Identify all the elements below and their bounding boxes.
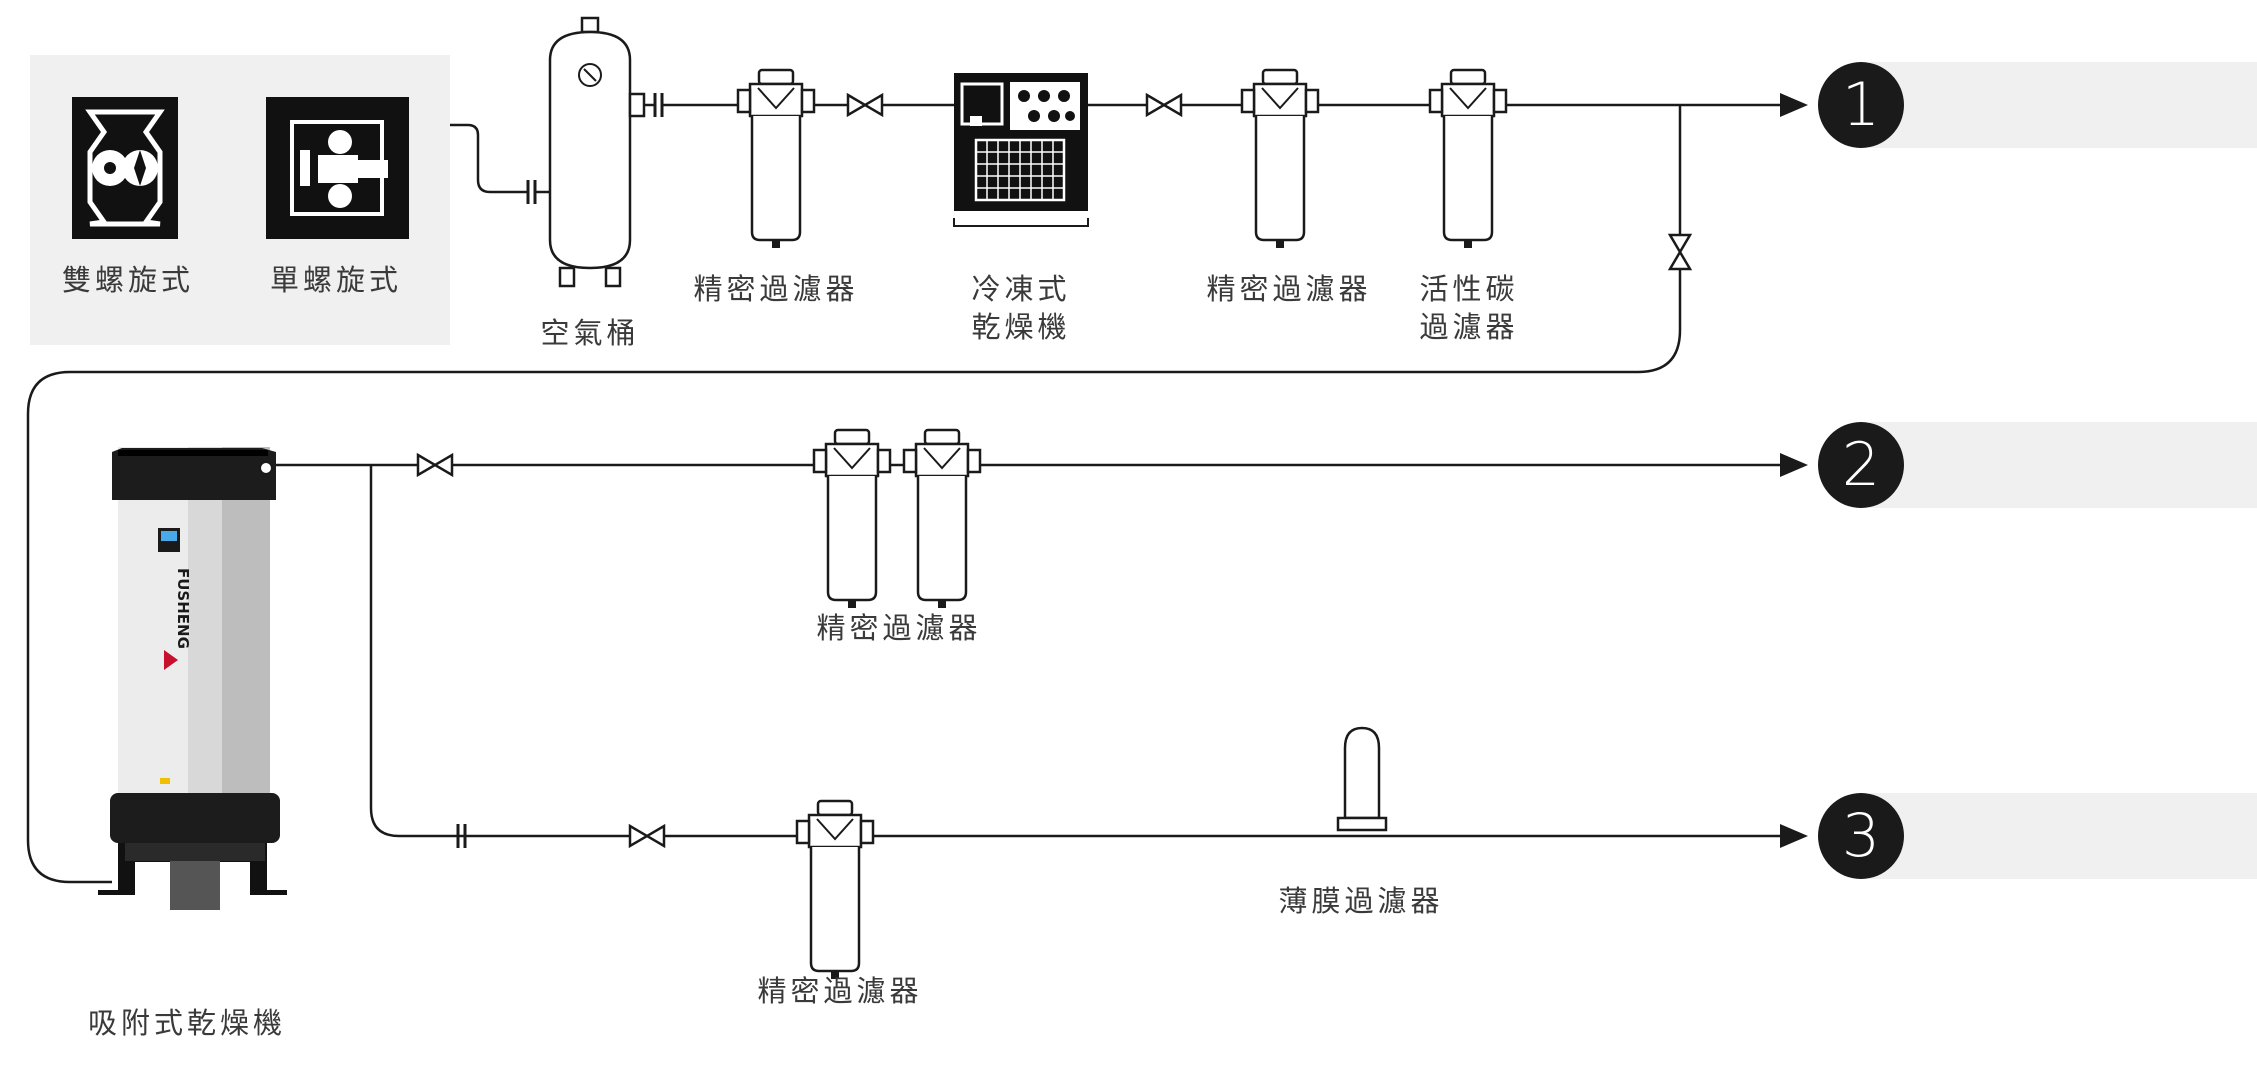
- adsorption-dryer-label: 吸附式乾燥機: [87, 1006, 286, 1040]
- valve-4-icon: [628, 824, 666, 848]
- valve-1-icon: [846, 93, 884, 117]
- precision-filter-2-icon: [1240, 68, 1320, 250]
- dryer-brand-text: FUSHENG: [174, 568, 192, 649]
- outlet-2-bar: [1870, 422, 2257, 508]
- main-line-3: [369, 465, 1785, 838]
- precision-filter-1-icon: [736, 68, 816, 250]
- carbon-filter-label-line2: 過濾器: [1419, 310, 1519, 344]
- outlet-3-arrow: [1780, 824, 1808, 848]
- adsorption-dryer-icon: FUSHENG: [98, 447, 287, 910]
- membrane-filter-icon: [1336, 726, 1388, 832]
- refrigerated-dryer-icon: [953, 73, 1089, 227]
- activated-carbon-filter-icon: [1428, 68, 1508, 250]
- outlet-2-arrow: [1780, 453, 1808, 477]
- filter-2-label: 精密過濾器: [1206, 272, 1372, 306]
- outlet-3-badge: 3: [1818, 793, 1904, 879]
- valve-3-icon: [416, 453, 454, 477]
- tank-label: 空氣桶: [540, 316, 640, 350]
- compressor-to-tank-pipe: [450, 123, 528, 194]
- membrane-filter-label: 薄膜過濾器: [1278, 884, 1444, 918]
- line3-filter-icon: [795, 799, 875, 981]
- filter-1-label: 精密過濾器: [693, 272, 859, 306]
- refrigerated-dryer-label-line1: 冷凍式: [971, 272, 1071, 306]
- line2-filter-b-icon: [902, 428, 982, 610]
- outlet-2-badge: 2: [1818, 422, 1904, 508]
- outlet-1-bar: [1870, 62, 2257, 148]
- twin-screw-compressor-icon: [72, 97, 178, 239]
- line2-filter-a-icon: [812, 428, 892, 610]
- line3-filter-label: 精密過濾器: [757, 974, 923, 1008]
- outlet-1-badge: 1: [1818, 62, 1904, 148]
- branch-to-adsorption-pipe: [26, 105, 1682, 884]
- single-screw-compressor-icon: [266, 97, 409, 239]
- outlet-3-bar: [1870, 793, 2257, 879]
- air-tank-icon: [548, 16, 646, 288]
- valve-branch-icon: [1668, 233, 1692, 271]
- refrigerated-dryer-label-line2: 乾燥機: [971, 310, 1071, 344]
- line2-filter-label: 精密過濾器: [816, 611, 982, 645]
- valve-2-icon: [1145, 93, 1183, 117]
- carbon-filter-label-line1: 活性碳: [1419, 272, 1519, 306]
- twin-screw-label: 雙螺旋式: [62, 263, 195, 297]
- single-screw-label: 單螺旋式: [269, 263, 402, 297]
- outlet-1-arrow: [1780, 93, 1808, 117]
